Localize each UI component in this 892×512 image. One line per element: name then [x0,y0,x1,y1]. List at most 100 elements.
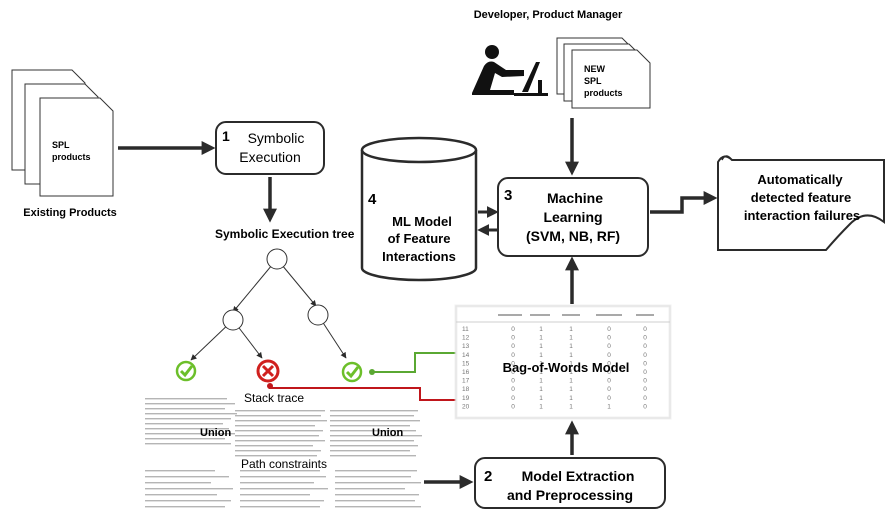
bow-cell: 0 [511,386,515,393]
spl-products-documents [11,69,114,197]
bow-cell: 0 [511,378,515,385]
new-products-line-1: NEW [584,64,606,74]
bow-cell: 1 [569,386,573,393]
machine-learning-box [497,177,649,257]
bow-cell: 1 [569,335,573,342]
bow-cell: 1 [539,352,543,359]
machine-learning-line-2: Learning [543,209,602,225]
union-label-left: Union [200,427,231,439]
bow-cell: 1 [569,403,573,410]
spl-products-line-2: products [52,152,91,162]
new-products-line-3: products [584,88,623,98]
bow-cell: 0 [511,335,515,342]
symbolic-execution-line-1: Symbolic [248,130,305,146]
output-line-3: interaction failures [744,208,860,223]
bow-row-id: 20 [462,403,470,410]
fail-cross-icon [256,359,280,383]
bow-row-id: 19 [462,395,470,402]
bow-cell: 0 [607,326,611,333]
bow-cell: 1 [569,326,573,333]
bow-cell: 0 [643,335,647,342]
bow-cell: 0 [643,369,647,376]
machine-learning-line-3: (SVM, NB, RF) [526,228,620,244]
bow-cell: 0 [511,343,515,350]
bow-cell: 0 [643,352,647,359]
model-extraction-line-2: and Preprocessing [507,487,633,503]
bow-cell: 1 [569,378,573,385]
new-spl-products-documents [556,37,651,109]
stack-trace-label: Stack trace [244,391,304,405]
bow-cell: 1 [569,343,573,350]
bow-cell: 1 [607,403,611,410]
bow-cell: 1 [569,369,573,376]
model-extraction-line-1: Model Extraction [522,468,635,484]
symbolic-execution-number: 1 [222,128,230,144]
symbolic-execution-box [215,121,325,175]
bow-cell: 0 [511,326,515,333]
bow-row-id: 11 [462,326,469,333]
spl-products-line-1: SPL [52,140,70,150]
bow-cell: 0 [607,378,611,385]
ml-model-database [360,136,478,282]
bow-cell: 1 [539,343,543,350]
bow-row-id: 18 [462,386,470,393]
stack-trace-snippets [145,398,422,457]
bow-cell: 0 [607,352,611,359]
bow-cell: 1 [539,395,543,402]
bow-cell: 1 [539,403,543,410]
ml-model-line-1: ML Model [392,214,452,229]
symbolic-tree-label: Symbolic Execution tree [215,227,355,241]
bag-of-words-label: Bag-of-Words Model [503,360,630,375]
bow-cell: 1 [539,369,543,376]
bow-cell: 0 [607,343,611,350]
ml-model-line-2: of Feature [388,231,451,246]
output-line-2: detected feature [751,190,851,205]
machine-learning-number: 3 [504,187,512,204]
ml-model-line-3: Interactions [382,249,456,264]
bow-cell: 0 [643,403,647,410]
bow-cell: 1 [539,335,543,342]
bow-cell: 1 [569,360,573,367]
bow-cell: 1 [539,360,543,367]
bow-row-id: 14 [462,352,470,359]
union-label-right: Union [372,427,403,439]
bow-cell: 0 [643,378,647,385]
bow-cell: 0 [511,352,515,359]
model-extraction-number: 2 [484,468,492,485]
green-link [372,352,460,373]
bow-cell: 1 [569,395,573,402]
machine-learning-line-1: Machine [547,190,603,206]
output-line-1: Automatically [757,172,843,187]
bow-row-id: 16 [462,369,470,376]
existing-products-label: Existing Products [23,207,117,219]
pass-check-icon-right [341,361,363,383]
bow-cell: 0 [607,335,611,342]
path-constraints-label: Path constraints [241,457,327,471]
bow-cell: 0 [511,395,515,402]
ml-model-number: 4 [368,191,377,208]
bow-cell: 1 [539,386,543,393]
bow-cell: 1 [539,326,543,333]
symbolic-tree [190,248,347,361]
developer-icon [472,45,548,96]
bow-row-id: 12 [462,335,470,342]
arrow-ml-to-output [650,191,718,214]
bow-cell: 0 [511,360,515,367]
bow-cell: 0 [643,386,647,393]
bow-cell: 0 [511,403,515,410]
bow-cell: 0 [643,360,647,367]
bow-cell: 0 [643,343,647,350]
bow-cell: 0 [607,395,611,402]
symbolic-execution-line-2: Execution [239,149,300,165]
bow-cell: 0 [643,326,647,333]
bow-row-id: 13 [462,343,470,350]
bow-cell: 0 [607,386,611,393]
bow-cell: 1 [539,378,543,385]
model-extraction-box [474,457,666,509]
bow-row-id: 15 [462,360,470,367]
bow-cell: 0 [643,395,647,402]
bow-cell: 0 [607,369,611,376]
bow-cell: 0 [511,369,515,376]
bow-cell: 1 [569,352,573,359]
